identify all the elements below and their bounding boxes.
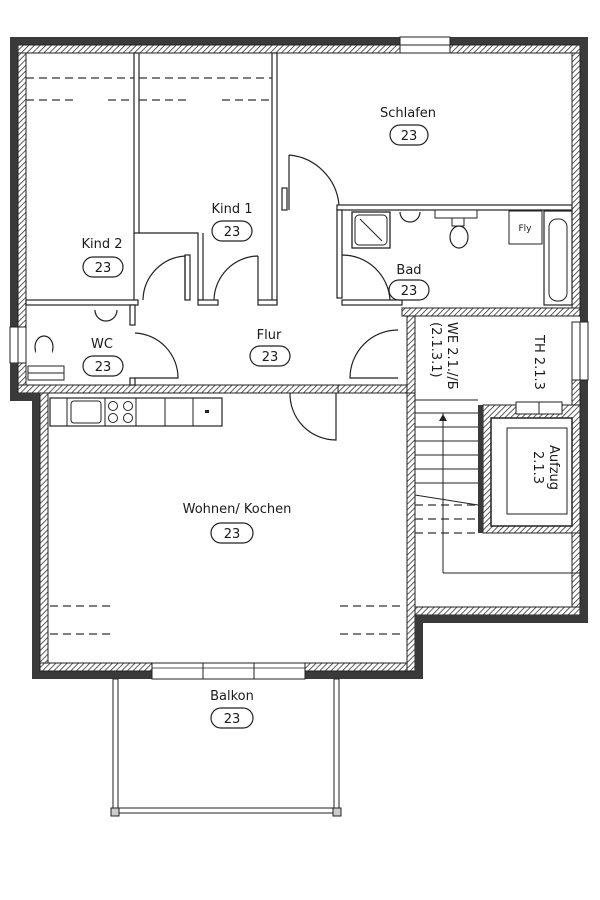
room-badge: 23 [262, 350, 279, 365]
room-badge: 23 [224, 712, 241, 727]
room-label: WC [91, 337, 113, 352]
toilet-icon [434, 209, 478, 249]
room-bad: Bad 23 [388, 263, 430, 301]
room-badge: 23 [401, 129, 418, 144]
room-badge: 23 [95, 261, 112, 276]
dryer-box [508, 210, 543, 245]
room-badge: 23 [401, 284, 418, 299]
stair-number: TH 2.1.3 [531, 334, 546, 390]
dryer-label: Fly [518, 224, 532, 234]
room-badge: 23 [95, 360, 112, 375]
ceiling-lines [26, 77, 405, 635]
stove-icon [108, 401, 133, 423]
room-label: Kind 1 [211, 202, 252, 217]
wc-toilet-icon [27, 335, 65, 381]
room-label: Schlafen [380, 106, 436, 121]
stair-label: TH 2.1.3 [531, 334, 546, 390]
room-badge: 23 [224, 527, 241, 542]
shower-icon [351, 211, 391, 249]
bathtub-icon [543, 210, 573, 306]
room-label: Wohnen/ Kochen [183, 502, 292, 517]
kitchen-sink-icon [70, 400, 102, 424]
staircase [414, 399, 580, 574]
unit-label: WE 2.1.//Б (2.1.3.1) [428, 322, 459, 390]
room-label: Kind 2 [81, 237, 122, 252]
room-flur: Flur 23 [249, 328, 291, 367]
elevator-label: Aufzug 2.1.3 [530, 445, 561, 490]
room-wohnen-kochen: Wohnen/ Kochen 23 [183, 502, 292, 544]
bath-sink-icon [399, 211, 421, 223]
fixtures: Fly [27, 209, 573, 427]
wc-sink-icon [94, 309, 118, 322]
room-label: Flur [257, 328, 282, 343]
unit-sub-number: (2.1.3.1) [428, 322, 443, 378]
elevator-name: Aufzug [546, 445, 561, 490]
interior-walls [25, 52, 581, 534]
room-wc: WC 23 [82, 337, 124, 377]
balcony-outline [110, 678, 342, 817]
room-label: Balkon [210, 689, 254, 704]
room-label: Bad [396, 263, 421, 278]
room-schlafen: Schlafen 23 [380, 106, 436, 146]
room-kind2: Kind 2 23 [81, 237, 124, 278]
room-kind1: Kind 1 23 [211, 202, 253, 242]
room-badge: 23 [224, 225, 241, 240]
kitchen-counter [49, 397, 223, 427]
room-balkon: Balkon 23 [210, 689, 254, 729]
doors [134, 154, 399, 441]
unit-number: WE 2.1.//Б [444, 322, 459, 390]
elevator-number: 2.1.3 [530, 451, 545, 484]
